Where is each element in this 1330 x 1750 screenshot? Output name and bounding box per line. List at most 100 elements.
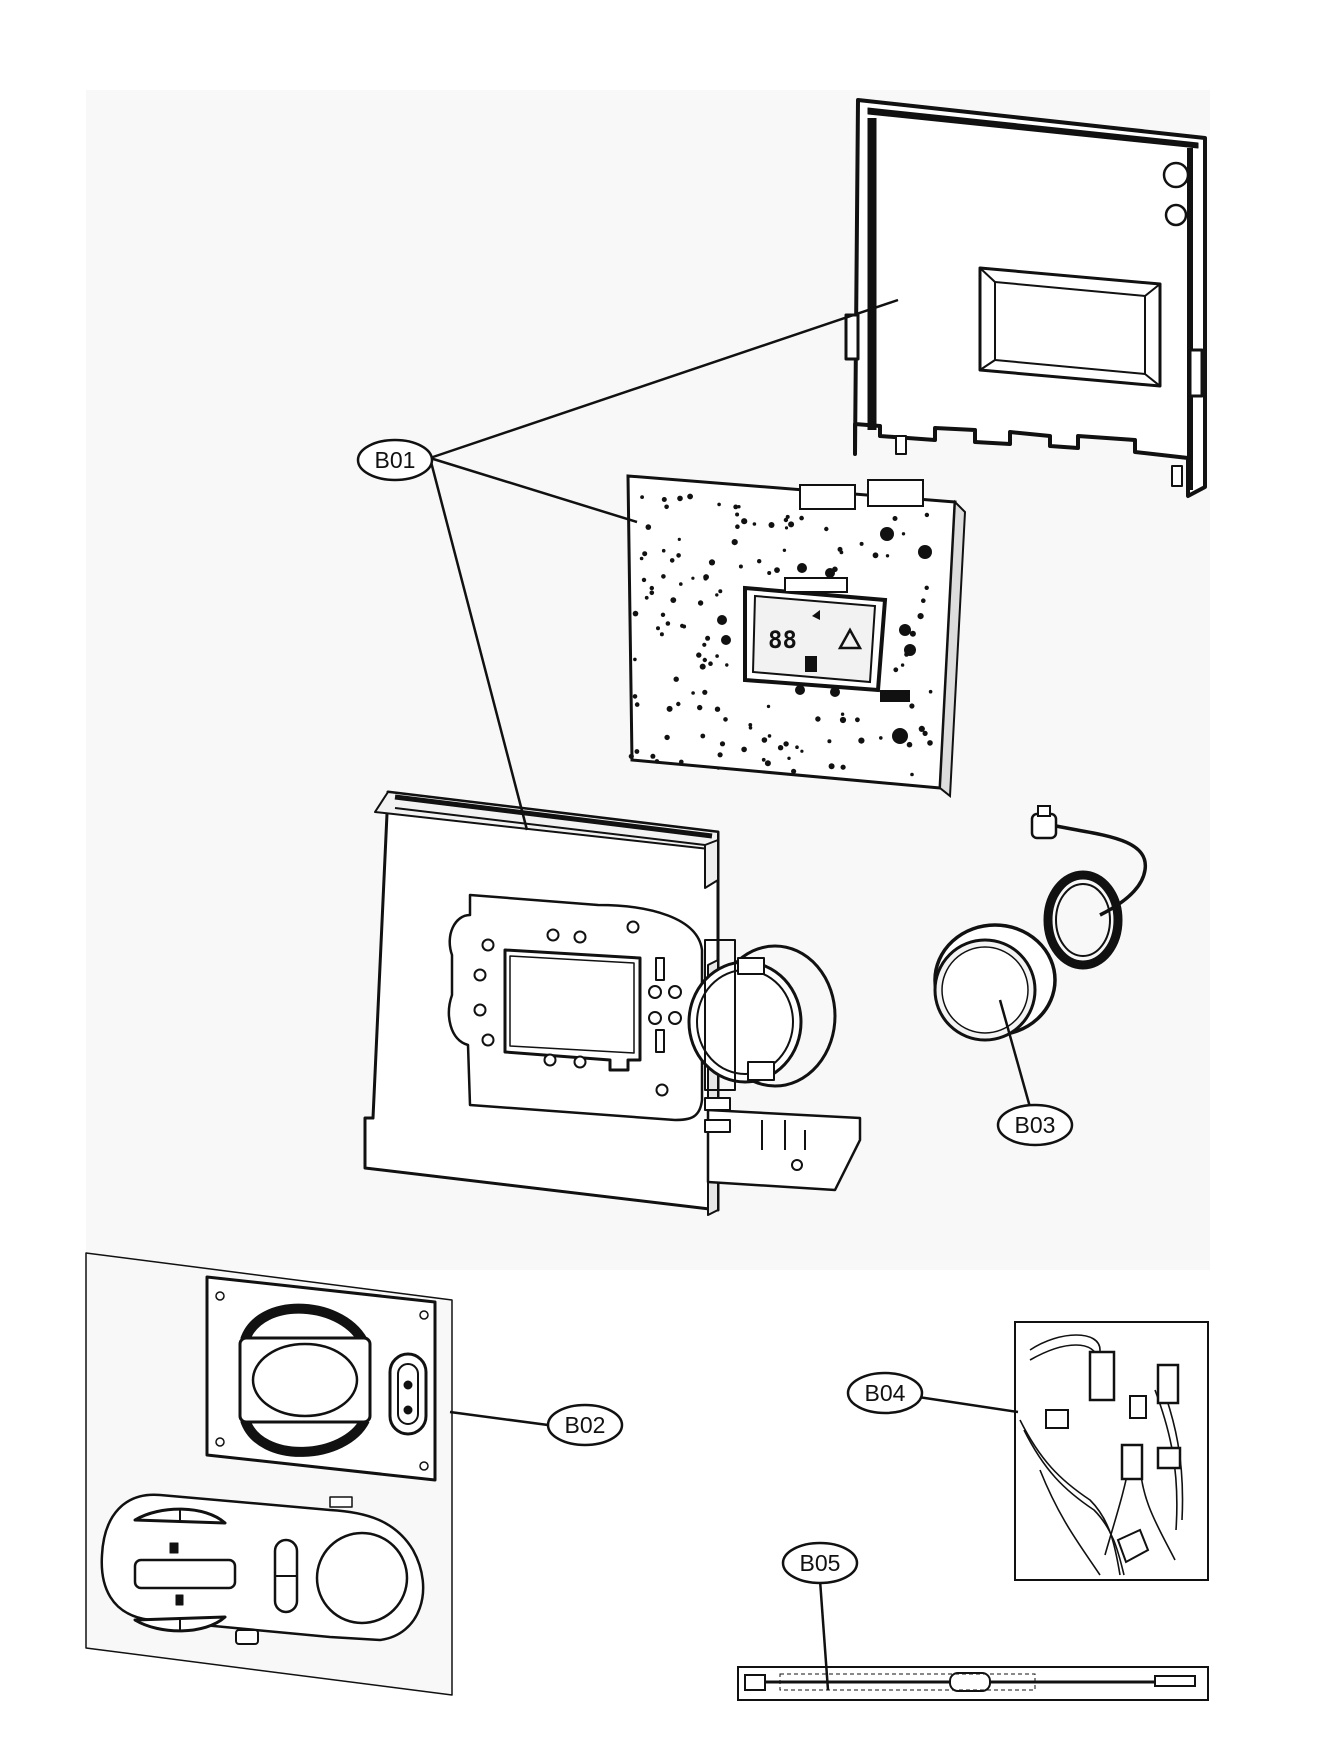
pcb-solder-point <box>708 559 716 566</box>
pcb-solder-point <box>677 495 683 502</box>
pcb-solder-point <box>715 654 719 658</box>
probe-sensor-part <box>737 1666 1209 1701</box>
pcb-solder-point <box>666 705 673 712</box>
pcb-board-part: 88 <box>626 474 967 798</box>
pcb-solder-point <box>901 532 906 536</box>
pcb-solder-point <box>723 717 728 722</box>
callout-b01-label: B01 <box>375 447 416 473</box>
pcb-solder-point <box>777 745 784 751</box>
pcb-solder-point <box>858 737 865 744</box>
callout-b02-label: B02 <box>565 1412 606 1438</box>
pcb-solder-point <box>716 766 721 770</box>
callout-b04: B04 <box>846 1371 924 1415</box>
pcb-solder-point <box>650 753 656 759</box>
pcb-solder-point <box>900 663 905 667</box>
pcb-solder-point <box>795 745 799 749</box>
pcb-solder-point <box>634 702 640 707</box>
pcb-solder-point <box>700 733 706 739</box>
pcb-solder-point <box>656 626 660 631</box>
pcb-solder-point <box>640 495 644 499</box>
pcb-solder-point <box>885 554 890 558</box>
pcb-solder-point <box>737 505 741 509</box>
pcb-solder-point <box>715 593 719 597</box>
pcb-solder-point <box>725 663 729 667</box>
pcb-solder-point <box>872 552 879 559</box>
svg-text:88: 88 <box>768 626 797 654</box>
pcb-solder-point <box>654 759 660 764</box>
pcb-solder-point <box>893 667 899 673</box>
pcb-solder-point <box>764 760 771 767</box>
pcb-solder-point <box>649 590 655 596</box>
pcb-solder-point <box>702 657 707 663</box>
pcb-solder-point <box>697 704 703 711</box>
pcb-solder-point <box>840 764 846 770</box>
pcb-solder-point <box>697 600 704 606</box>
pcb-solder-point <box>680 623 685 628</box>
pcb-solder-point <box>799 515 804 521</box>
pcb-solder-point <box>702 642 707 647</box>
callout-b02: B02 <box>546 1403 624 1447</box>
pcb-solder-point <box>738 564 743 569</box>
pcb-solder-point <box>768 522 775 528</box>
pcb-solder-point <box>717 502 721 507</box>
pcb-solder-point <box>910 772 914 777</box>
pcb-solder-point <box>879 736 883 740</box>
pcb-solder-point <box>918 725 925 733</box>
pcb-solder-point <box>741 746 747 753</box>
pcb-solder-point <box>634 749 640 754</box>
pcb-solder-point <box>761 737 768 743</box>
pcb-solder-point <box>892 516 898 521</box>
pcb-solder-point <box>827 739 832 744</box>
pcb-solder-point <box>782 548 787 552</box>
pcb-solder-point <box>676 701 681 707</box>
pcb-solder-point <box>669 558 675 563</box>
pcb-solder-point <box>783 741 789 747</box>
pcb-solder-point <box>757 559 762 564</box>
pcb-solder-point <box>659 632 664 637</box>
callout-b04-label: B04 <box>865 1380 906 1406</box>
pcb-solder-point <box>783 517 789 523</box>
control-panel-part <box>85 1252 453 1696</box>
pcb-solder-point <box>714 706 721 712</box>
pcb-solder-point <box>735 512 740 517</box>
pcb-solder-point <box>824 526 829 532</box>
pcb-solder-point <box>641 577 647 583</box>
pcb-solder-point <box>839 716 847 724</box>
pcb-solder-point <box>703 576 708 581</box>
pcb-solder-point <box>705 635 711 641</box>
pcb-solder-point <box>702 689 708 695</box>
pcb-solder-point <box>718 589 723 594</box>
pcb-solder-point <box>661 548 666 553</box>
pcb-solder-point <box>906 741 913 748</box>
pcb-solder-point <box>632 694 638 699</box>
pcb-solder-point <box>924 512 930 518</box>
pcb-solder-point <box>917 613 924 620</box>
pcb-solder-point <box>673 676 679 682</box>
pcb-solder-point <box>708 661 713 666</box>
pcb-solder-point <box>628 753 634 759</box>
pcb-solder-point <box>784 526 789 530</box>
pcb-solder-point <box>661 574 666 579</box>
pcb-solder-point <box>660 612 666 617</box>
pcb-solder-point <box>632 610 639 617</box>
pcb-solder-point <box>839 550 844 555</box>
wiring-harness-part <box>1014 1321 1209 1581</box>
pcb-solder-point <box>699 663 706 670</box>
pcb-solder-point <box>633 657 637 662</box>
pcb-solder-point <box>909 630 916 637</box>
callout-b03-label: B03 <box>1015 1112 1056 1138</box>
pcb-solder-point <box>679 582 683 586</box>
pcb-solder-point <box>676 553 681 558</box>
pcb-solder-point <box>719 741 726 747</box>
pcb-solder-point <box>766 704 771 709</box>
pcb-solder-point <box>687 493 693 500</box>
pcb-solder-point <box>733 504 739 510</box>
pcb-solder-point <box>840 712 845 716</box>
pcb-solder-point <box>696 652 702 658</box>
pcb-solder-point <box>774 567 780 573</box>
callout-b03: B03 <box>996 1103 1074 1147</box>
pcb-solder-point <box>731 539 738 546</box>
callout-b01: B01 <box>356 438 434 482</box>
pcb-solder-point <box>644 595 649 600</box>
